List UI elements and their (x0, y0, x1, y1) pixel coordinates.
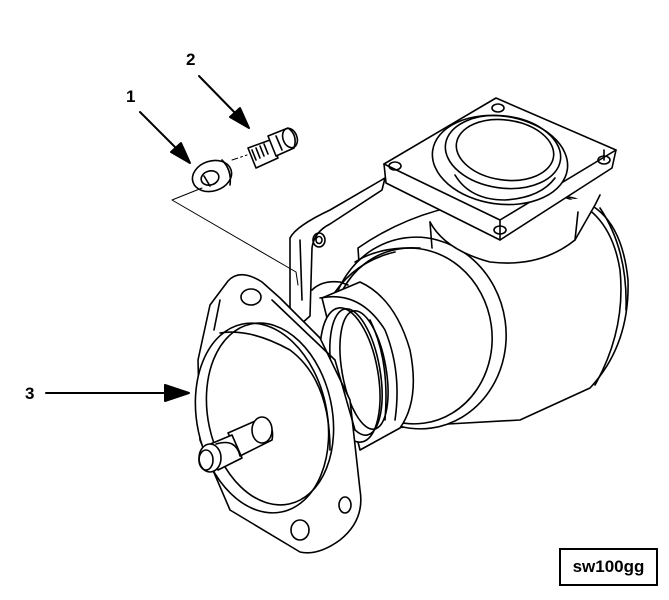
outlet-flange (384, 98, 616, 240)
callout-label-3: 3 (25, 384, 35, 403)
figure-id-label: sw100gg (572, 557, 645, 576)
callout-arrow-1 (140, 112, 190, 163)
figure-id-box: sw100gg (559, 548, 658, 586)
callout-arrows (46, 76, 249, 401)
lock-washer (188, 156, 235, 197)
callout-arrow-3 (46, 385, 189, 401)
bolt (248, 126, 300, 168)
shaft-housing (311, 282, 414, 450)
drive-shaft (199, 417, 273, 472)
callout-label-1: 1 (126, 87, 136, 106)
rear-mounting-plate (290, 178, 385, 325)
callout-label-2: 2 (186, 50, 196, 69)
callout-arrow-2 (199, 76, 249, 128)
alignment-lines (172, 155, 298, 285)
